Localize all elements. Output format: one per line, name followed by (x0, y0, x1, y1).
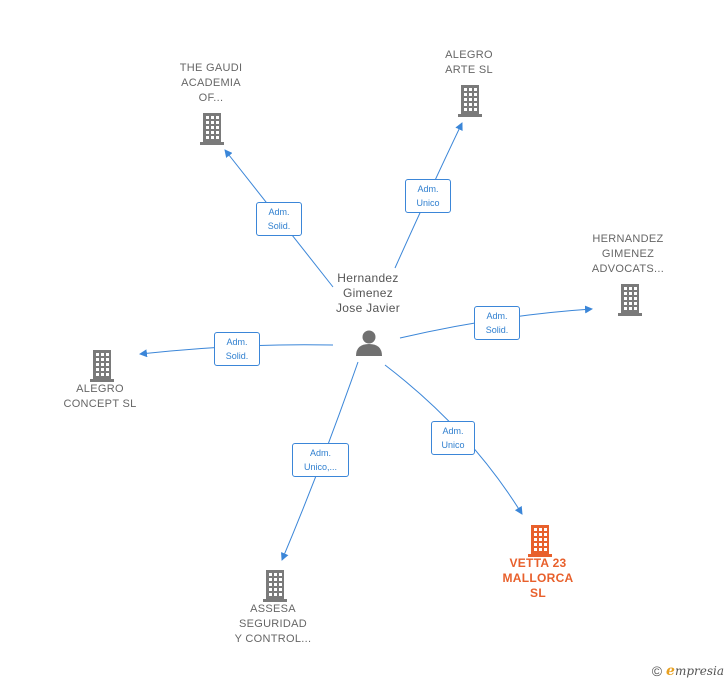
company-label-alegro-arte[interactable]: ALEGRO ARTE SL (409, 48, 529, 78)
person-icon[interactable] (356, 330, 382, 357)
company-label-line: VETTA 23 (509, 556, 567, 570)
edge-label-line: Adm. (268, 207, 290, 217)
company-label-line: ACADEMIA (181, 77, 241, 89)
copyright-icon: © (651, 663, 663, 679)
building-icon-assesa[interactable] (263, 570, 287, 602)
company-label-hernandez-advocats[interactable]: HERNANDEZ GIMENEZ ADVOCATS... (568, 232, 688, 277)
company-label-alegro-concept[interactable]: ALEGRO CONCEPT SL (40, 382, 160, 412)
building-icon-alegro-arte[interactable] (458, 85, 482, 117)
edge-label-line: Unico,... (303, 462, 337, 472)
edge-label-line: Solid. (485, 325, 509, 335)
edge-label-line: Solid. (225, 351, 249, 361)
edge-label-vetta[interactable]: Adm. Unico (431, 421, 475, 455)
building-icon-gaudi[interactable] (200, 113, 224, 145)
building-icon-vetta[interactable] (528, 525, 552, 557)
company-label-line: ADVOCATS... (591, 263, 665, 275)
company-label-gaudi[interactable]: THE GAUDI ACADEMIA OF... (151, 61, 271, 106)
edge-label-hernandez-advocats[interactable]: Adm. Solid. (474, 306, 520, 340)
person-label[interactable]: Hernandez Gimenez Jose Javier (312, 271, 424, 316)
edge-label-line: Adm. (442, 426, 464, 436)
edge-label-line: Unico (416, 198, 440, 208)
footer-brand[interactable]: © empresia (652, 663, 724, 679)
edge-label-line: Adm. (226, 337, 248, 347)
edge-label-line: Unico (441, 440, 465, 450)
company-label-line: Y CONTROL... (234, 633, 312, 645)
brand-logo: empresia (666, 663, 724, 679)
person-name-line-2: Gimenez (342, 286, 394, 300)
person-name-line-1: Hernandez (337, 271, 399, 285)
company-label-line: ALEGRO (76, 383, 124, 395)
company-label-line: CONCEPT SL (63, 398, 137, 410)
edge-label-line: Adm. (309, 448, 331, 458)
edge-label-gaudi[interactable]: Adm. Solid. (256, 202, 302, 236)
building-icon-hernandez-advocats[interactable] (618, 284, 642, 316)
edge-label-line: Solid. (267, 221, 291, 231)
icons-layer (90, 85, 642, 602)
building-icon-alegro-concept[interactable] (90, 350, 114, 382)
company-label-line: SEGURIDAD (238, 618, 308, 630)
person-name-line-3: Jose Javier (336, 301, 400, 315)
edge-label-assesa[interactable]: Adm. Unico,... (292, 443, 349, 477)
company-label-line: OF... (198, 92, 224, 104)
company-label-line: THE GAUDI (179, 62, 243, 74)
company-label-line: ALEGRO (445, 49, 493, 61)
company-label-line: MALLORCA (502, 571, 574, 585)
edge-label-alegro-concept[interactable]: Adm. Solid. (214, 332, 260, 366)
edge-label-line: Adm. (486, 311, 508, 321)
company-label-line: SL (530, 586, 546, 600)
company-label-line: GIMENEZ (601, 248, 655, 260)
company-label-line: HERNANDEZ (592, 233, 664, 245)
edge-label-alegro-arte[interactable]: Adm. Unico (405, 179, 451, 213)
company-label-line: ASSESA (250, 603, 296, 615)
edge-label-line: Adm. (417, 184, 439, 194)
company-label-line: ARTE SL (445, 64, 493, 76)
company-label-assesa[interactable]: ASSESA SEGURIDAD Y CONTROL... (213, 602, 333, 647)
